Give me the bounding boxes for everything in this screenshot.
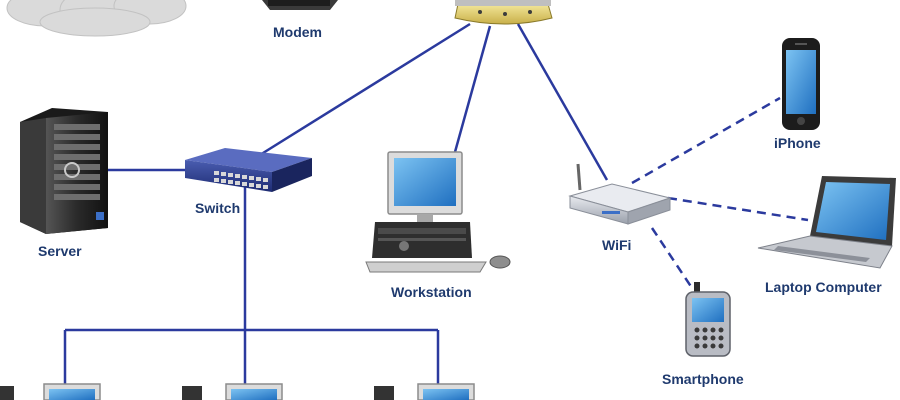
laptop-label: Laptop Computer	[765, 279, 882, 295]
server-icon	[20, 108, 108, 234]
desktop-computer-icon-2	[182, 383, 283, 400]
workstation-icon	[365, 151, 511, 273]
wire-router-switch	[254, 22, 471, 160]
smartphone-icon	[685, 282, 731, 357]
internet-cloud-icon	[6, 0, 187, 37]
wireless-connections	[631, 96, 809, 289]
switch-icon	[185, 148, 312, 192]
iphone-icon	[782, 38, 820, 130]
wifi-router-icon	[568, 163, 672, 225]
wifi-label: WiFi	[602, 237, 632, 253]
router-icon	[454, 0, 553, 25]
wireless-wifi-laptop	[667, 196, 809, 222]
server-label: Server	[38, 243, 82, 259]
wire-router-workstation	[453, 25, 492, 153]
desktop-computer-icon-1	[0, 383, 101, 400]
desktop-computer-icon-3	[374, 383, 475, 400]
wired-connections	[63, 22, 609, 388]
laptop-icon	[757, 176, 896, 269]
smartphone-label: Smartphone	[662, 371, 744, 387]
wireless-wifi-iphone	[631, 96, 781, 185]
wireless-wifi-smartphone	[650, 227, 694, 289]
wire-router-wifi	[516, 23, 609, 181]
modem-icon	[262, 0, 338, 10]
modem-label: Modem	[273, 24, 322, 40]
switch-label: Switch	[195, 200, 241, 216]
iphone-label: iPhone	[774, 135, 821, 151]
workstation-label: Workstation	[391, 284, 472, 300]
